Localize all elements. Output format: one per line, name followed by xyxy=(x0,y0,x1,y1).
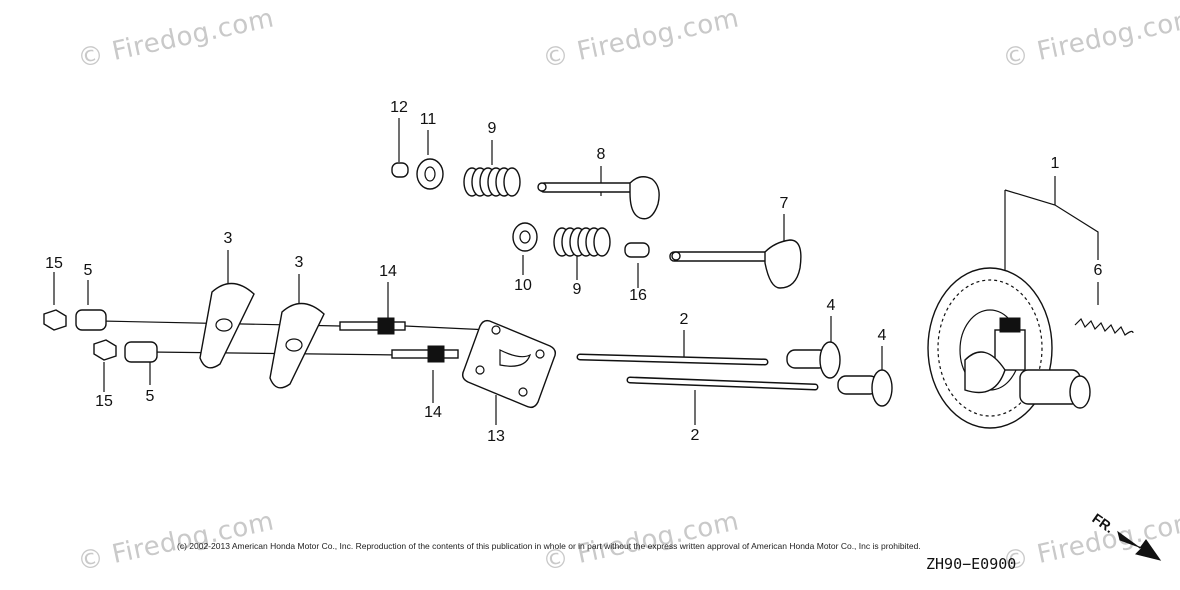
valve-spring-upper xyxy=(463,167,521,197)
valve-cap xyxy=(391,162,409,178)
pivot-adjuster-lower xyxy=(124,341,158,363)
callout-9-upper: 9 xyxy=(487,120,497,137)
valve-lifter-upper xyxy=(786,341,841,379)
callout-3-right: 3 xyxy=(294,254,304,271)
diagram-code: ZH90−E0900 xyxy=(926,555,1017,573)
callout-15-lower: 15 xyxy=(95,393,113,410)
decompressor-spring xyxy=(1074,317,1134,336)
callout-2-lower: 2 xyxy=(690,427,700,444)
callout-2-upper: 2 xyxy=(679,311,689,328)
callout-8: 8 xyxy=(596,146,606,163)
leader-lines xyxy=(53,118,1099,425)
copyright-notice: (c) 2002-2013 American Honda Motor Co., … xyxy=(177,541,921,551)
callout-9-lower: 9 xyxy=(572,281,582,298)
push-rod-guide-plate xyxy=(461,319,557,409)
push-rod-lower xyxy=(626,376,819,391)
callout-5-lower: 5 xyxy=(145,388,155,405)
callout-3-left: 3 xyxy=(223,230,233,247)
pivot-nut-lower xyxy=(93,339,117,361)
valve-lifter-lower xyxy=(837,369,893,407)
push-rod-upper xyxy=(576,353,769,366)
intake-valve xyxy=(537,176,660,220)
rocker-arm-right xyxy=(269,302,325,389)
callout-4-lower: 4 xyxy=(877,327,887,344)
pivot-adjuster-upper xyxy=(75,309,107,331)
valve-retainer-lower xyxy=(512,222,538,252)
callout-11: 11 xyxy=(419,111,437,128)
callout-13: 13 xyxy=(487,428,505,445)
callout-10: 10 xyxy=(514,277,532,294)
callout-12: 12 xyxy=(390,99,408,116)
front-direction-arrow-icon xyxy=(1117,530,1162,561)
callout-14-lower: 14 xyxy=(424,404,442,421)
callout-15-upper: 15 xyxy=(45,255,63,272)
callout-7: 7 xyxy=(779,195,789,212)
camshaft-gear xyxy=(927,267,1091,429)
rocker-arm-pivot-bolt-upper xyxy=(339,317,406,335)
callout-4-upper: 4 xyxy=(826,297,836,314)
exhaust-valve xyxy=(669,239,802,289)
exhaust-valve-guide xyxy=(624,242,650,258)
callout-6: 6 xyxy=(1093,262,1103,279)
pivot-nut-upper xyxy=(43,309,67,331)
callout-14-upper: 14 xyxy=(379,263,397,280)
callout-1: 1 xyxy=(1050,155,1060,172)
valve-spring-lower xyxy=(553,227,611,257)
valve-retainer-upper xyxy=(416,158,444,190)
callout-5-upper: 5 xyxy=(83,262,93,279)
callout-16: 16 xyxy=(629,287,647,304)
rocker-arm-left xyxy=(199,282,255,369)
rocker-arm-pivot-bolt-lower xyxy=(391,345,459,363)
